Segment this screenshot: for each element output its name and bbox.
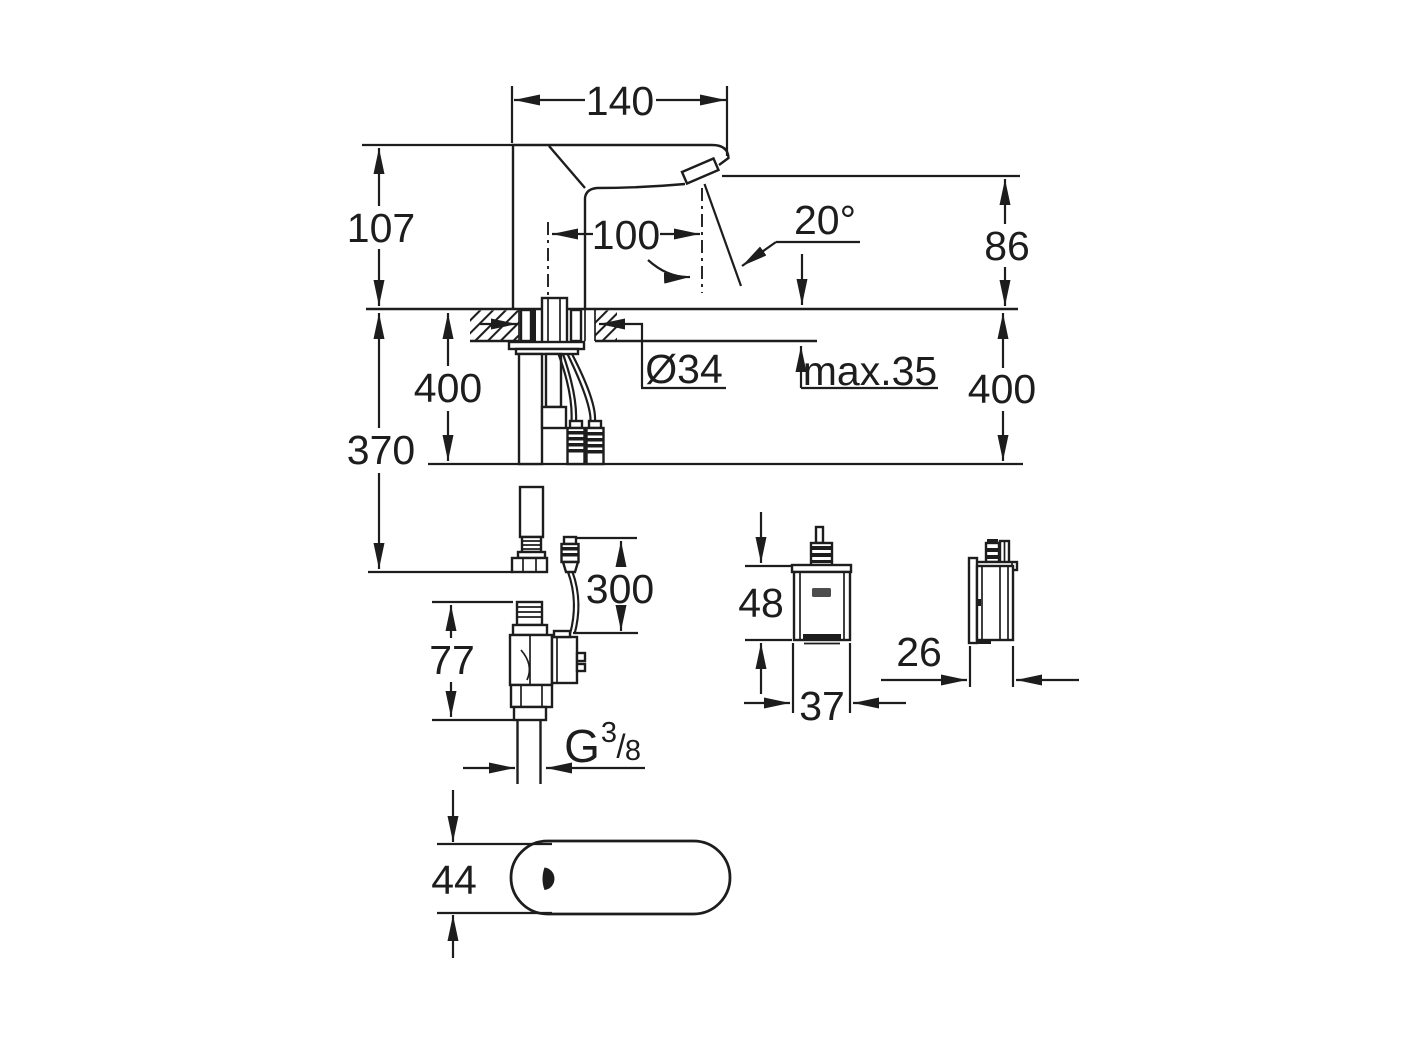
dimensions [373,86,1079,958]
valve-lower-nut [509,683,554,709]
valve-threaded-stub [515,600,544,627]
dim-300-label: 300 [586,566,654,612]
dim-400-right-label: 400 [968,366,1036,412]
sensor-window [542,867,555,890]
dimension-labels: 140 107 100 20° 86 Ø34 max.35 400 400 37… [347,78,1036,903]
dim-107-label: 107 [347,205,415,251]
hose-and-valve [508,485,587,784]
thread-denominator-label: 8 [625,735,641,767]
dim-max35-label: max.35 [803,348,937,394]
cable-plug-b [585,419,605,466]
solenoid-cable-plug [560,535,580,574]
dim-44-label: 44 [431,857,477,903]
hose-union-nut [510,556,549,574]
sensor-cable-a [561,353,578,422]
dim-48-label: 48 [738,580,784,626]
control-box-side-view [967,539,1019,687]
dim-77-label: 77 [429,637,475,683]
deck-hatch-left [470,310,519,340]
solenoid-unit [550,635,579,685]
dim-370-label: 370 [347,427,415,473]
thread-g-label: G [564,720,600,772]
supply-hose-upper [517,352,544,466]
grohe-logo-mark [812,588,831,597]
thread-size-label: G 3 / 8 [564,717,641,772]
dim-140-label: 140 [586,78,654,124]
solenoid-cable [566,571,575,635]
supply-hose-lower [518,485,545,539]
thread-slash-label: / [616,728,626,765]
dim-37-label: 37 [799,683,845,729]
faucet-side-view [511,143,743,309]
aerator-outlet [680,156,721,186]
control-box-front-view [790,525,853,645]
cable-plug-a [566,419,586,466]
angle-arc [647,259,691,284]
dim-hole-dia-label: Ø34 [645,346,723,392]
thread-numerator-label: 3 [601,717,617,749]
dim-100-label: 100 [592,212,660,258]
dim-26-label: 26 [896,629,942,675]
valve-body [508,633,554,687]
stream-angle-line [703,183,743,287]
mounting-shank [507,296,605,466]
dim-20deg-label: 20° [794,197,856,243]
sensor-cable-b [571,353,597,422]
dim-86-label: 86 [984,223,1030,269]
base-top-view [509,839,732,916]
dim-400-left-label: 400 [414,365,482,411]
deck-hatch-right [595,310,617,340]
